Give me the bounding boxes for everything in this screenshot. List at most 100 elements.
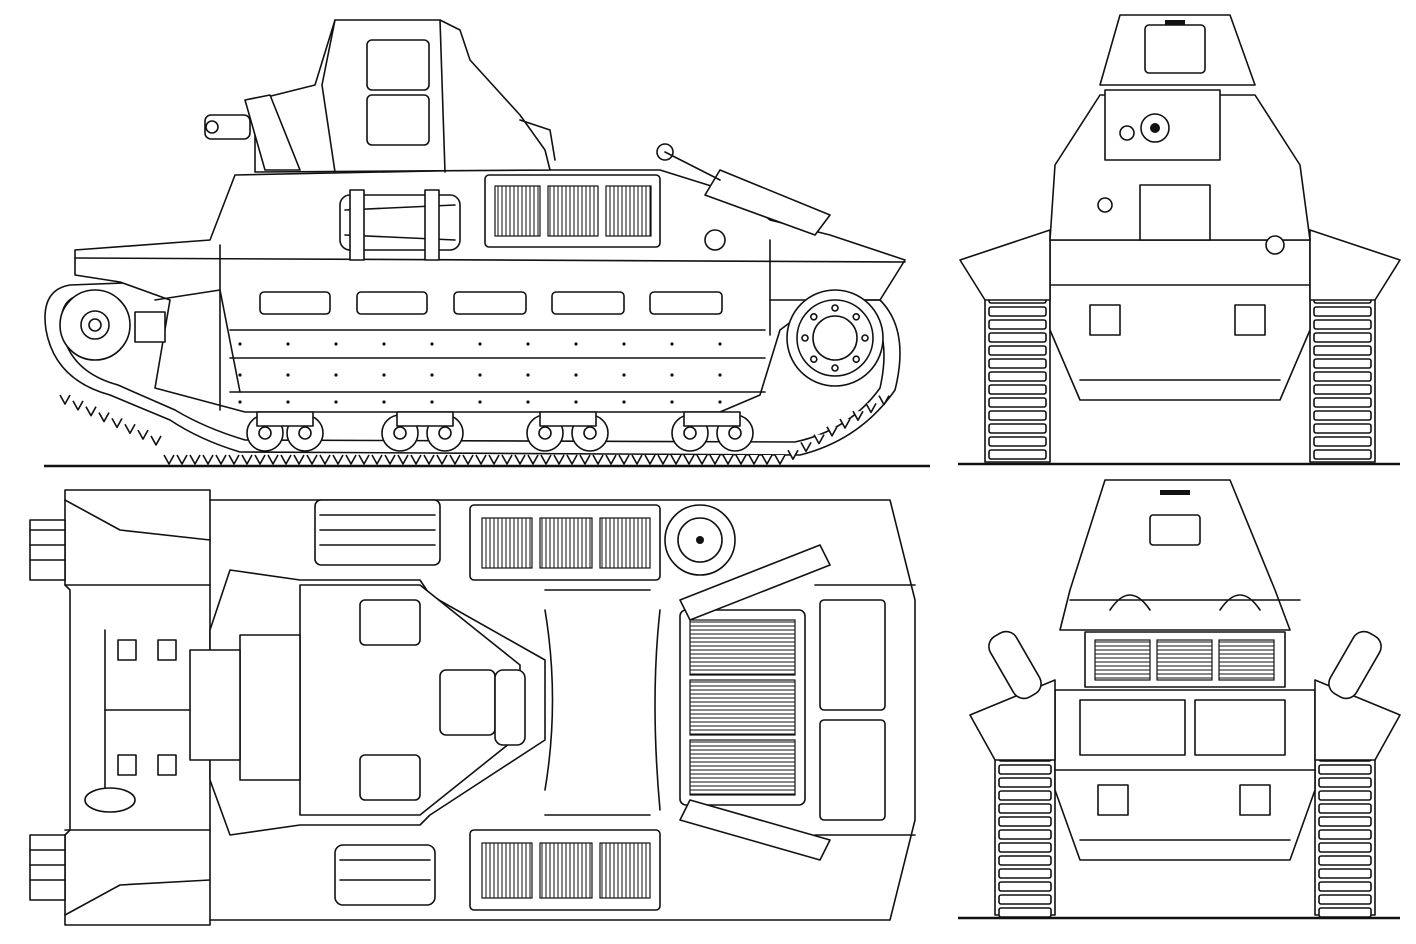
track-tooth	[761, 454, 773, 465]
side-turret	[204, 19, 556, 173]
rivet	[286, 400, 290, 404]
rivet	[286, 373, 290, 377]
track-tooth	[774, 454, 786, 465]
track-tooth	[657, 454, 669, 465]
track-tooth	[592, 454, 604, 465]
track-link	[1318, 777, 1372, 788]
track-tooth	[59, 394, 71, 405]
track-link	[1318, 907, 1372, 918]
track-tooth	[423, 454, 435, 465]
track-link	[1313, 449, 1372, 460]
rear-exhaust-mufflers	[988, 630, 1382, 700]
top-turret-gun	[239, 634, 301, 781]
rivet	[574, 373, 578, 377]
rear-tow-hook-right	[1239, 784, 1271, 816]
sprocket-bolt	[831, 304, 839, 312]
track-tooth	[527, 454, 539, 465]
track-link	[1313, 319, 1372, 330]
rivet	[622, 342, 626, 346]
side-hull-windows	[259, 291, 723, 315]
side-drive-sprocket	[786, 289, 884, 387]
sprocket-bolt	[801, 334, 809, 342]
track-tooth	[215, 454, 227, 465]
rivet	[670, 400, 674, 404]
road-wheel-hub	[393, 426, 407, 440]
track-tooth	[319, 454, 331, 465]
track-link	[988, 332, 1047, 343]
road-wheel-hub	[258, 426, 272, 440]
track-link	[1313, 332, 1372, 343]
track-link	[1318, 829, 1372, 840]
track-link	[988, 423, 1047, 434]
track-tooth	[579, 454, 591, 465]
top-turret	[189, 569, 546, 836]
track-link	[988, 371, 1047, 382]
track-tooth	[553, 454, 565, 465]
track-tooth	[189, 454, 201, 465]
track-tooth	[735, 454, 747, 465]
track-link	[1313, 306, 1372, 317]
rivet	[526, 400, 530, 404]
track-tooth	[787, 449, 799, 460]
track-link	[988, 358, 1047, 369]
track-tooth	[696, 454, 708, 465]
track-tooth	[514, 454, 526, 465]
track-link	[988, 449, 1047, 460]
track-link	[1313, 397, 1372, 408]
track-tooth	[137, 429, 149, 440]
front-tow-hook-left	[1089, 304, 1121, 336]
track-tooth	[436, 454, 448, 465]
track-link	[998, 803, 1052, 814]
track-tooth	[371, 454, 383, 465]
rivet	[238, 342, 242, 346]
sprocket-bolt	[809, 355, 818, 364]
track-tooth	[605, 454, 617, 465]
track-link	[1313, 384, 1372, 395]
road-wheel-hub	[298, 426, 312, 440]
side-rivets	[238, 342, 722, 404]
track-link	[1318, 790, 1372, 801]
track-link	[988, 345, 1047, 356]
track-tooth	[98, 412, 110, 423]
rear-hull	[969, 679, 1401, 861]
track-tooth	[566, 454, 578, 465]
track-tooth	[852, 410, 864, 421]
rivet	[478, 400, 482, 404]
top-turret-cupola	[439, 669, 496, 736]
track-tooth	[254, 454, 266, 465]
track-link	[1313, 436, 1372, 447]
side-stowage-roll	[339, 189, 461, 261]
track-link	[1318, 764, 1372, 775]
track-tooth	[280, 454, 292, 465]
sprocket-bolt	[809, 312, 818, 321]
bogie-arm	[256, 411, 314, 427]
rivet	[526, 373, 530, 377]
track-tooth	[865, 403, 877, 414]
road-wheel-hub	[583, 426, 597, 440]
top-stowage-rolls	[314, 499, 441, 906]
rivet	[718, 400, 722, 404]
side-hull	[74, 169, 906, 413]
track-link	[988, 397, 1047, 408]
side-port-5	[649, 291, 723, 315]
track-tooth	[345, 454, 357, 465]
track-tooth	[267, 454, 279, 465]
side-port-1	[259, 291, 331, 315]
track-link	[988, 319, 1047, 330]
rear-grille	[1084, 631, 1286, 688]
track-tooth	[306, 454, 318, 465]
track-link	[998, 868, 1052, 879]
track-tooth	[111, 418, 123, 429]
side-idler-wheel	[59, 289, 166, 361]
rivet	[430, 400, 434, 404]
track-tooth	[241, 454, 253, 465]
track-link	[1313, 423, 1372, 434]
road-wheel-hub	[438, 426, 452, 440]
track-tooth	[813, 434, 825, 445]
side-view	[44, 19, 930, 468]
track-tooth	[488, 454, 500, 465]
turret-vision-block-lower	[366, 94, 430, 146]
side-port-2	[356, 291, 428, 315]
track-link	[1318, 881, 1372, 892]
front-hull	[959, 229, 1401, 401]
